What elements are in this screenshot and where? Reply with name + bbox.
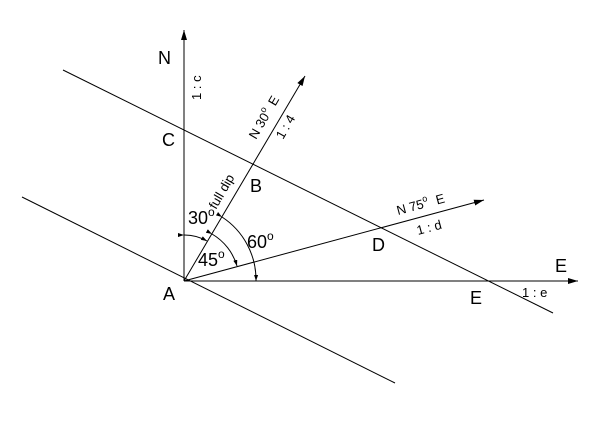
east-label: E xyxy=(555,256,567,276)
ratio-4-label: 1 : 4 xyxy=(273,112,299,141)
ratio-c-label: 1 : c xyxy=(189,75,204,100)
angle-45-label: 45o xyxy=(198,247,225,270)
n75e-line xyxy=(183,199,485,282)
ratio-e-label: 1 : e xyxy=(522,285,547,300)
arc-60 xyxy=(215,212,259,282)
arc-30 xyxy=(177,233,208,242)
n30e-line xyxy=(183,75,306,282)
angle-30-label: 30o xyxy=(188,205,215,228)
strike-line-upper xyxy=(62,69,554,314)
point-e: E xyxy=(470,288,482,308)
angle-60-label: 60o xyxy=(247,229,274,252)
point-d: D xyxy=(372,235,385,255)
point-c: C xyxy=(162,130,175,150)
ratio-d-label: 1 : d xyxy=(415,217,443,238)
point-a: A xyxy=(163,284,175,304)
north-label: N xyxy=(158,48,171,68)
point-b: B xyxy=(250,176,262,196)
strike-line-lower xyxy=(21,196,396,384)
